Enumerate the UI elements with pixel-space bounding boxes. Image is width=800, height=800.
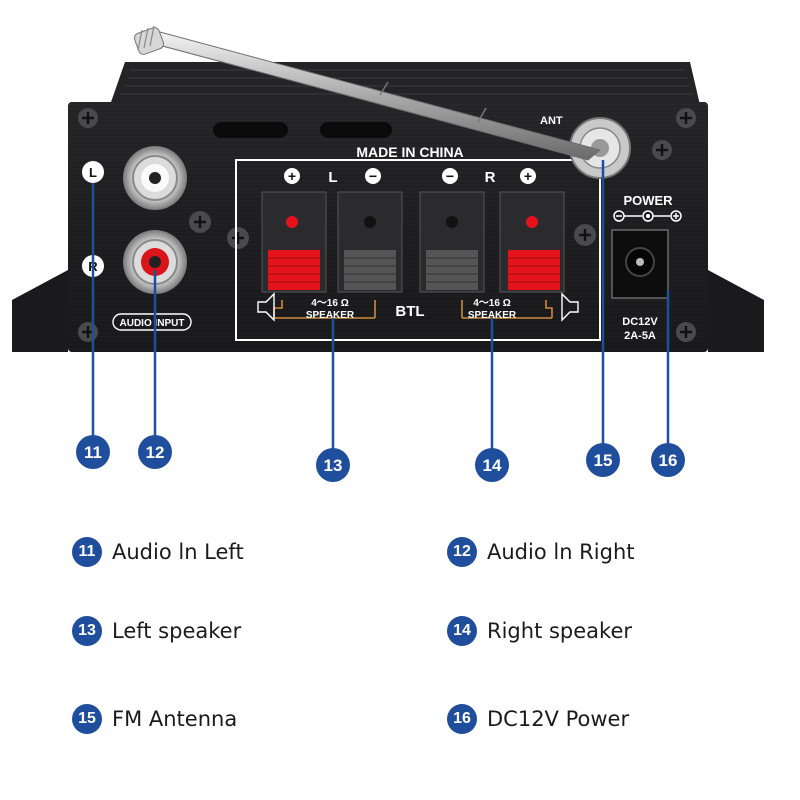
terminal-left-minus [337,191,403,293]
made-in-label: MADE IN CHINA [356,144,463,160]
btl-label: BTL [395,303,424,320]
audio-input-label-frame [112,313,192,331]
impedance-label-left: 4～16 Ω [311,298,348,309]
vent-slot [320,122,392,138]
chassis-top [110,62,700,105]
screw-icon [227,227,249,249]
legend-number-badge: 11 [72,537,102,567]
dc-rating-line2: 2A-5A [624,330,656,342]
legend-label: DC12V Power [487,707,630,731]
screw-icon [676,108,696,128]
callout-number: 12 [146,443,165,462]
legend-item: 16 DC12V Power [447,704,629,734]
legend-item: 15 FM Antenna [72,704,237,734]
legend-label: Right speaker [487,619,633,643]
callout-badges: 11 12 13 14 15 16 [76,435,685,482]
terminal-right-plus [499,191,565,293]
telescopic-antenna [133,25,602,161]
callout-number: 16 [659,451,678,470]
legend-label: Audio ln Left [112,540,244,564]
callout-number: 15 [594,451,613,470]
right-channel-label: R [485,169,496,186]
audio-input-label: AUDIO INPUT [120,318,185,329]
speaker-bracket-left [257,292,376,322]
screw-icon [574,224,596,246]
legend-item: 11 Audio ln Left [72,537,244,567]
power-section: POWER DC12V 2A-5A [611,193,682,342]
legend-item: 12 Audio ln Right [447,537,634,567]
callout-lines [91,160,670,452]
legend-item: 13 Left speaker [72,616,241,646]
screw-icon [676,322,696,342]
legend-number-badge: 16 [447,704,477,734]
dc-rating-line1: DC12V [622,316,658,328]
rca-left-input [123,146,187,210]
legend-number-badge: 14 [447,616,477,646]
legend-number-badge: 15 [72,704,102,734]
callout-badge-13: 13 [316,448,350,482]
rca-right-input [123,230,187,294]
speaker-icon [561,292,579,322]
vent-slot [213,122,288,138]
legend-label: Audio ln Right [487,540,635,564]
screw-icon [652,140,672,160]
callout-badge-14: 14 [475,448,509,482]
minus-sign: − [369,168,377,184]
speaker-label-left: SPEAKER [306,310,355,321]
polarity-symbol-icon [613,210,682,222]
callout-badge-12: 12 [138,435,172,469]
callout-number: 14 [483,456,502,475]
callout-badge-15: 15 [586,443,620,477]
screws [78,108,696,342]
speaker-icon [257,292,275,322]
screw-icon [78,322,98,342]
input-left-marker: L [82,161,104,183]
callout-number: 11 [84,443,102,462]
left-channel-label: L [328,169,337,186]
terminal-right-minus [419,191,485,293]
antenna-marker-label: ANT [540,115,563,127]
polarity-row: + L − − R + [284,168,536,186]
plus-sign: + [524,168,532,184]
callout-number: 13 [324,456,343,475]
screw-icon [189,211,211,233]
legend-label: FM Antenna [112,707,238,731]
speaker-label-right: SPEAKER [468,310,517,321]
impedance-label-right: 4～16 Ω [473,298,510,309]
legend-item: 14 Right speaker [447,616,632,646]
plus-sign: + [288,168,296,184]
terminal-left-plus [261,191,327,293]
legend-number-badge: 13 [72,616,102,646]
callout-badge-11: 11 [76,435,110,469]
legend-number-badge: 12 [447,537,477,567]
minus-sign: − [446,168,454,184]
legend-label: Left speaker [112,619,242,643]
speaker-terminal-block: MADE IN CHINA + L − − R + [235,144,601,341]
speaker-bracket-right [461,292,579,322]
power-label: POWER [623,193,673,208]
screw-icon [78,108,98,128]
callout-badge-16: 16 [651,443,685,477]
input-left-marker-text: L [89,165,97,180]
